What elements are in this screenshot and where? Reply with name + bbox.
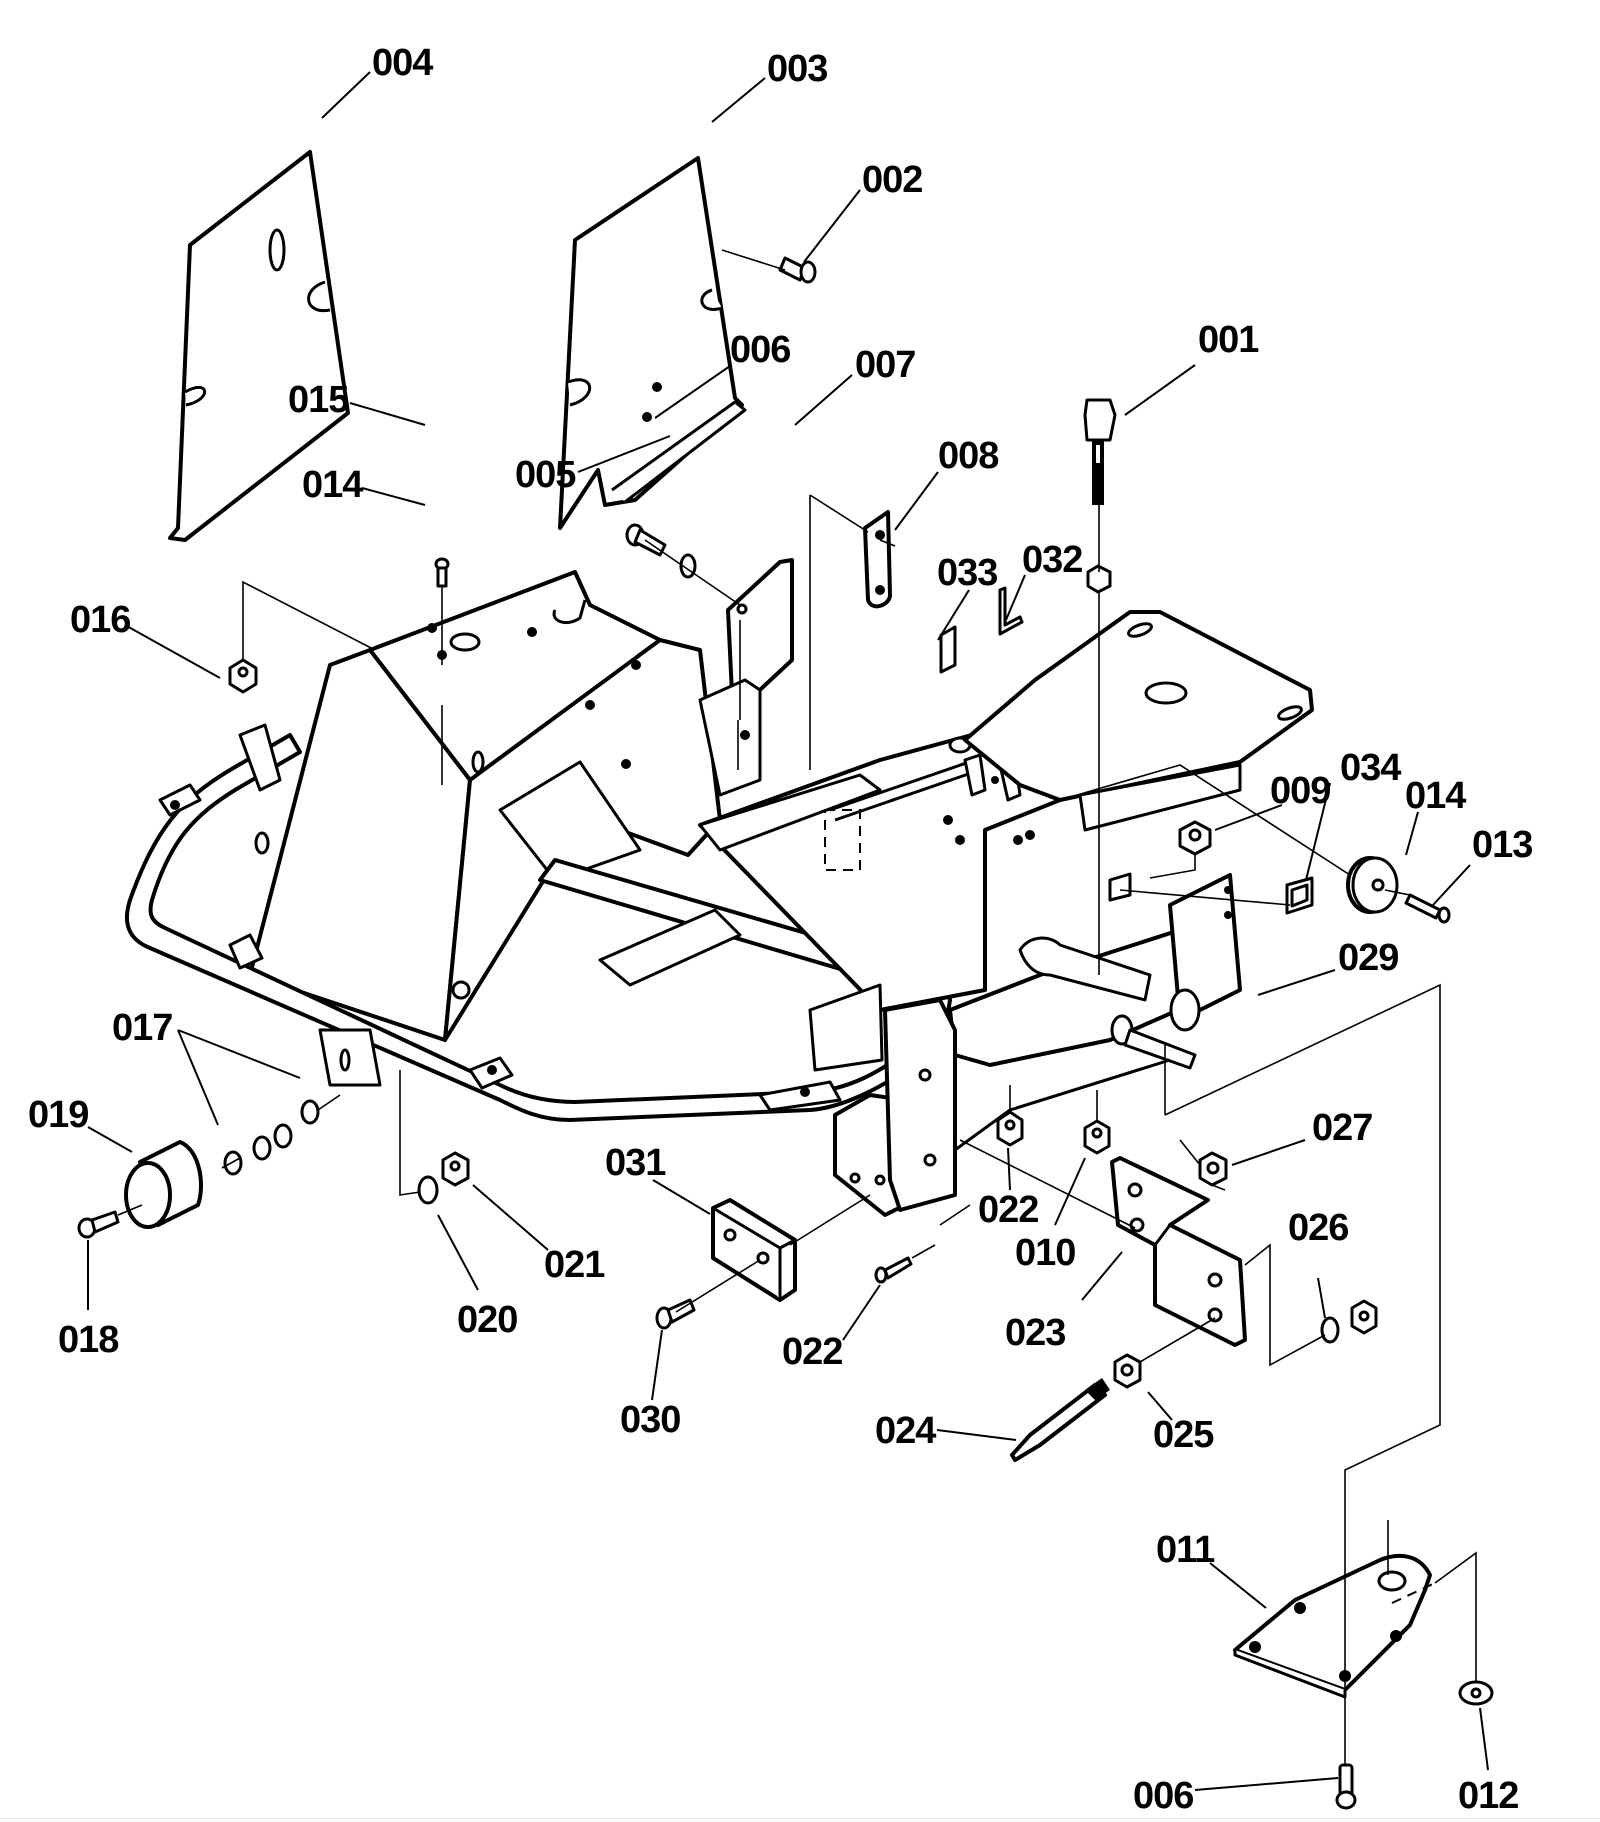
part-014-rubber-bumper[interactable] bbox=[1346, 856, 1399, 914]
callout-021[interactable]: 020 bbox=[457, 1299, 518, 1341]
callout-labels: 004 003 002 001 006 007 008 015 005 014 … bbox=[28, 42, 1533, 1817]
callout-032[interactable]: 032 bbox=[1022, 539, 1083, 581]
part-022-hex-nut-center[interactable] bbox=[996, 1110, 1024, 1147]
callout-024[interactable]: 023 bbox=[1005, 1312, 1066, 1354]
part-012-flange-nut[interactable] bbox=[1458, 1680, 1494, 1706]
callout-006-upper[interactable]: 006 bbox=[730, 329, 791, 371]
callout-008[interactable]: 008 bbox=[938, 435, 999, 477]
callout-033[interactable]: 033 bbox=[937, 552, 998, 594]
part-026-hex-nut[interactable] bbox=[1113, 1353, 1142, 1389]
callout-030[interactable]: 030 bbox=[620, 1399, 681, 1441]
part-001-hex-bolt[interactable] bbox=[1083, 398, 1117, 505]
part-004-left-shield[interactable] bbox=[168, 150, 350, 542]
callout-001[interactable]: 001 bbox=[1198, 319, 1260, 361]
part-032-angle-clip[interactable] bbox=[998, 586, 1024, 636]
part-021-washer[interactable] bbox=[417, 1175, 439, 1205]
callout-017[interactable]: 016 bbox=[70, 599, 131, 641]
part-011-mounting-plate[interactable] bbox=[1233, 1553, 1436, 1699]
callout-025[interactable]: 024 bbox=[875, 1410, 937, 1452]
part-033-pad[interactable] bbox=[939, 625, 957, 674]
callout-013[interactable]: 013 bbox=[1472, 824, 1533, 866]
callout-011[interactable]: 011 bbox=[1156, 1529, 1216, 1571]
part-010-hex-nut[interactable] bbox=[1083, 1119, 1111, 1155]
part-034-square-pad[interactable] bbox=[1285, 876, 1314, 915]
callout-022-center[interactable]: 022 bbox=[978, 1189, 1039, 1231]
callout-018[interactable]: 017 bbox=[112, 1007, 173, 1049]
assembly-lines bbox=[117, 249, 1477, 1765]
callout-031[interactable]: 031 bbox=[605, 1142, 667, 1184]
part-023-screw[interactable] bbox=[874, 1256, 913, 1284]
part-029-main-frame[interactable] bbox=[124, 570, 1314, 1217]
callout-004[interactable]: 004 bbox=[372, 42, 434, 84]
part-031-spacer-block[interactable] bbox=[711, 1198, 797, 1302]
callout-009[interactable]: 009 bbox=[1270, 770, 1331, 812]
bottom-divider bbox=[0, 1818, 1600, 1819]
callout-006-lower[interactable]: 006 bbox=[1133, 1775, 1194, 1817]
part-006-bolt-lower[interactable] bbox=[1335, 1763, 1357, 1810]
part-003-right-shield[interactable] bbox=[558, 156, 747, 530]
part-022-hex-nut-left[interactable] bbox=[441, 1151, 470, 1187]
callout-015[interactable]: 014 bbox=[302, 464, 364, 506]
part-009-hex-nut[interactable] bbox=[1178, 820, 1212, 856]
callout-005[interactable]: 005 bbox=[515, 454, 577, 496]
part-024-hitch-bracket[interactable] bbox=[1110, 1156, 1247, 1347]
callout-028[interactable]: 027 bbox=[1312, 1107, 1373, 1149]
callout-029[interactable]: 029 bbox=[1338, 937, 1399, 979]
part-017-hex-nut[interactable] bbox=[228, 658, 258, 694]
callout-003[interactable]: 003 bbox=[767, 48, 828, 90]
callout-026[interactable]: 025 bbox=[1153, 1414, 1215, 1456]
part-018-washers[interactable] bbox=[223, 1099, 320, 1176]
callout-034[interactable]: 034 bbox=[1340, 747, 1402, 789]
part-020-roller[interactable] bbox=[124, 1140, 203, 1229]
callout-014[interactable]: 014 bbox=[1405, 775, 1467, 817]
part-025-hitch-pin[interactable] bbox=[1010, 1378, 1110, 1462]
part-027-nut[interactable] bbox=[1350, 1299, 1378, 1335]
part-001-nut[interactable] bbox=[1086, 564, 1112, 594]
part-016-screw[interactable] bbox=[434, 557, 450, 588]
part-027-washer[interactable] bbox=[1320, 1316, 1340, 1344]
leader-lines bbox=[87, 71, 1489, 1791]
callout-016[interactable]: 015 bbox=[288, 379, 350, 421]
part-034-pad-installed bbox=[1108, 872, 1132, 902]
part-028-lock-nut[interactable] bbox=[1198, 1151, 1228, 1187]
part-019-bolt[interactable] bbox=[77, 1210, 120, 1239]
part-002-bolt[interactable] bbox=[778, 256, 817, 284]
callout-002[interactable]: 002 bbox=[862, 159, 923, 201]
callout-027[interactable]: 026 bbox=[1288, 1207, 1349, 1249]
callout-023[interactable]: 022 bbox=[782, 1331, 843, 1373]
callout-007[interactable]: 007 bbox=[855, 344, 916, 386]
part-008-link-strap[interactable] bbox=[863, 510, 892, 609]
callout-019[interactable]: 018 bbox=[58, 1319, 119, 1361]
part-013-screw[interactable] bbox=[1404, 893, 1451, 924]
callout-020[interactable]: 019 bbox=[28, 1094, 89, 1136]
callout-010[interactable]: 010 bbox=[1015, 1232, 1076, 1274]
callout-012[interactable]: 012 bbox=[1458, 1775, 1519, 1817]
callout-022-left[interactable]: 021 bbox=[544, 1244, 606, 1286]
